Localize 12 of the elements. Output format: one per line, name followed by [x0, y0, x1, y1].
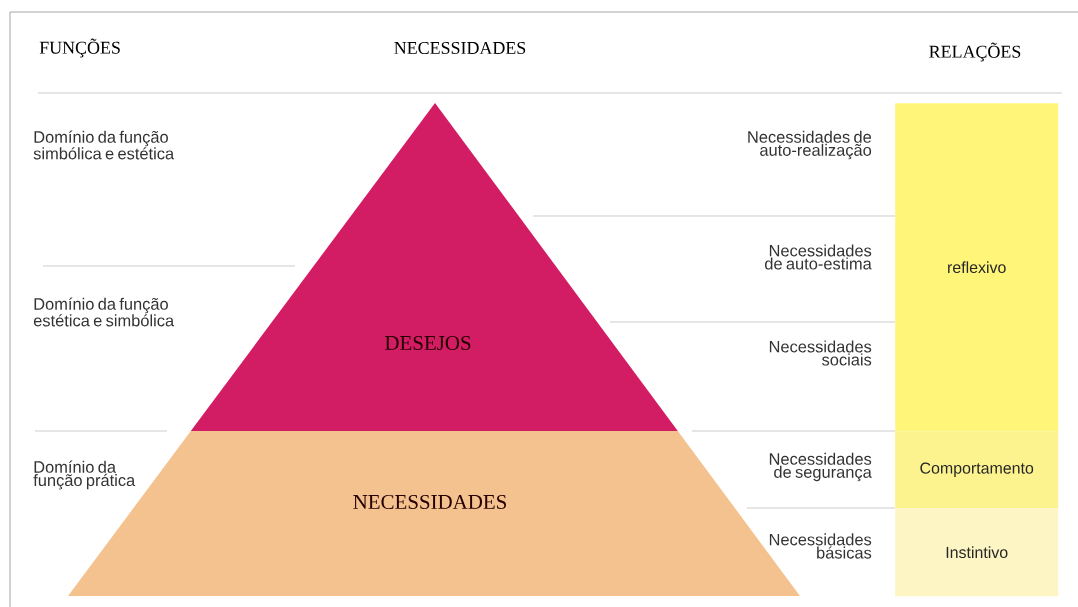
- function-text: Domínio da função estética e simbólica: [33, 297, 175, 327]
- relation-box: reflexivo: [895, 103, 1059, 432]
- need-text: Necessidades sociais: [769, 340, 872, 366]
- column-heading: RELAÇÕES: [929, 42, 1021, 62]
- need-text: Necessidades de auto-realização: [748, 130, 872, 160]
- column-heading: FUNÇÕES: [39, 38, 120, 58]
- relation-box: Comportamento: [895, 431, 1059, 509]
- function-text: Domínio da função simbólica e estética: [33, 130, 175, 160]
- need-text: Necessidades de auto-estima: [765, 244, 872, 270]
- column-heading: NECESSIDADES: [394, 41, 526, 54]
- relation-box: Instintivo: [895, 508, 1059, 597]
- pyramid-top: DESEJOS: [190, 103, 678, 431]
